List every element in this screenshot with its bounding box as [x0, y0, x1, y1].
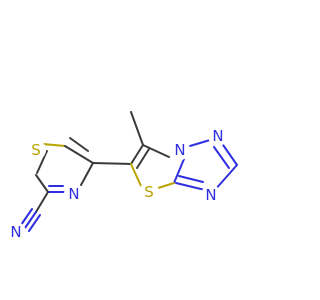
atom-bg-n-triazole-top	[208, 126, 228, 146]
bond-triple-a	[20, 208, 33, 226]
atom-n-triazole-bottom: N	[205, 186, 216, 204]
atom-n-nitrile: N	[10, 223, 21, 241]
atom-n-triazole-top: N	[212, 127, 223, 145]
atom-bg-n-nitrile	[6, 222, 26, 242]
bond-c4-nbridge	[142, 144, 170, 158]
bond-c4-methyl	[130, 111, 144, 146]
bond-s-c2-left	[36, 150, 48, 174]
bond-c5-c4-left	[64, 145, 94, 164]
atom-n-thiazole: N	[68, 185, 79, 203]
bond-c5-c4-central	[130, 144, 144, 165]
bond-c2-s-left-upper	[35, 174, 49, 193]
bond-c4-n-left	[80, 162, 94, 186]
bond-linker	[92, 162, 132, 165]
bond-triple-b	[24, 211, 37, 229]
bond-nbridge-c	[173, 158, 185, 184]
molecule-canvas: S N N N N N S	[6, 111, 238, 242]
bond-ntop-c	[220, 141, 238, 166]
atom-bg-s-right	[139, 182, 159, 202]
bond-s-c5-central	[130, 163, 142, 187]
molecule-structure: S N N N N N S	[6, 111, 238, 242]
bond-c-nbottom	[213, 164, 238, 192]
atom-s-left: S	[31, 141, 41, 159]
atom-s-right: S	[144, 183, 154, 201]
atom-bg-s-left	[26, 140, 46, 160]
atom-bg-n-triazole-bottom	[201, 185, 221, 205]
bond-nbottom-c	[175, 182, 206, 191]
atom-bg-n-thiazole	[64, 184, 84, 204]
bond-triple-c	[28, 214, 41, 232]
bond-c5-c4-central-double	[136, 148, 150, 169]
atom-bg-n-bridge	[170, 140, 190, 160]
bond-c2-nitrile-c	[35, 191, 49, 213]
bond-c5-c4-left-double	[69, 137, 89, 152]
bond-ntop-c-double	[213, 146, 230, 169]
bond-nbridge-ntop	[189, 139, 211, 147]
bond-c-s-central	[154, 182, 175, 190]
bond-nbottom-c-double	[178, 175, 204, 183]
bond-s-c5-left	[42, 143, 66, 147]
atom-n-bridge: N	[174, 141, 185, 159]
